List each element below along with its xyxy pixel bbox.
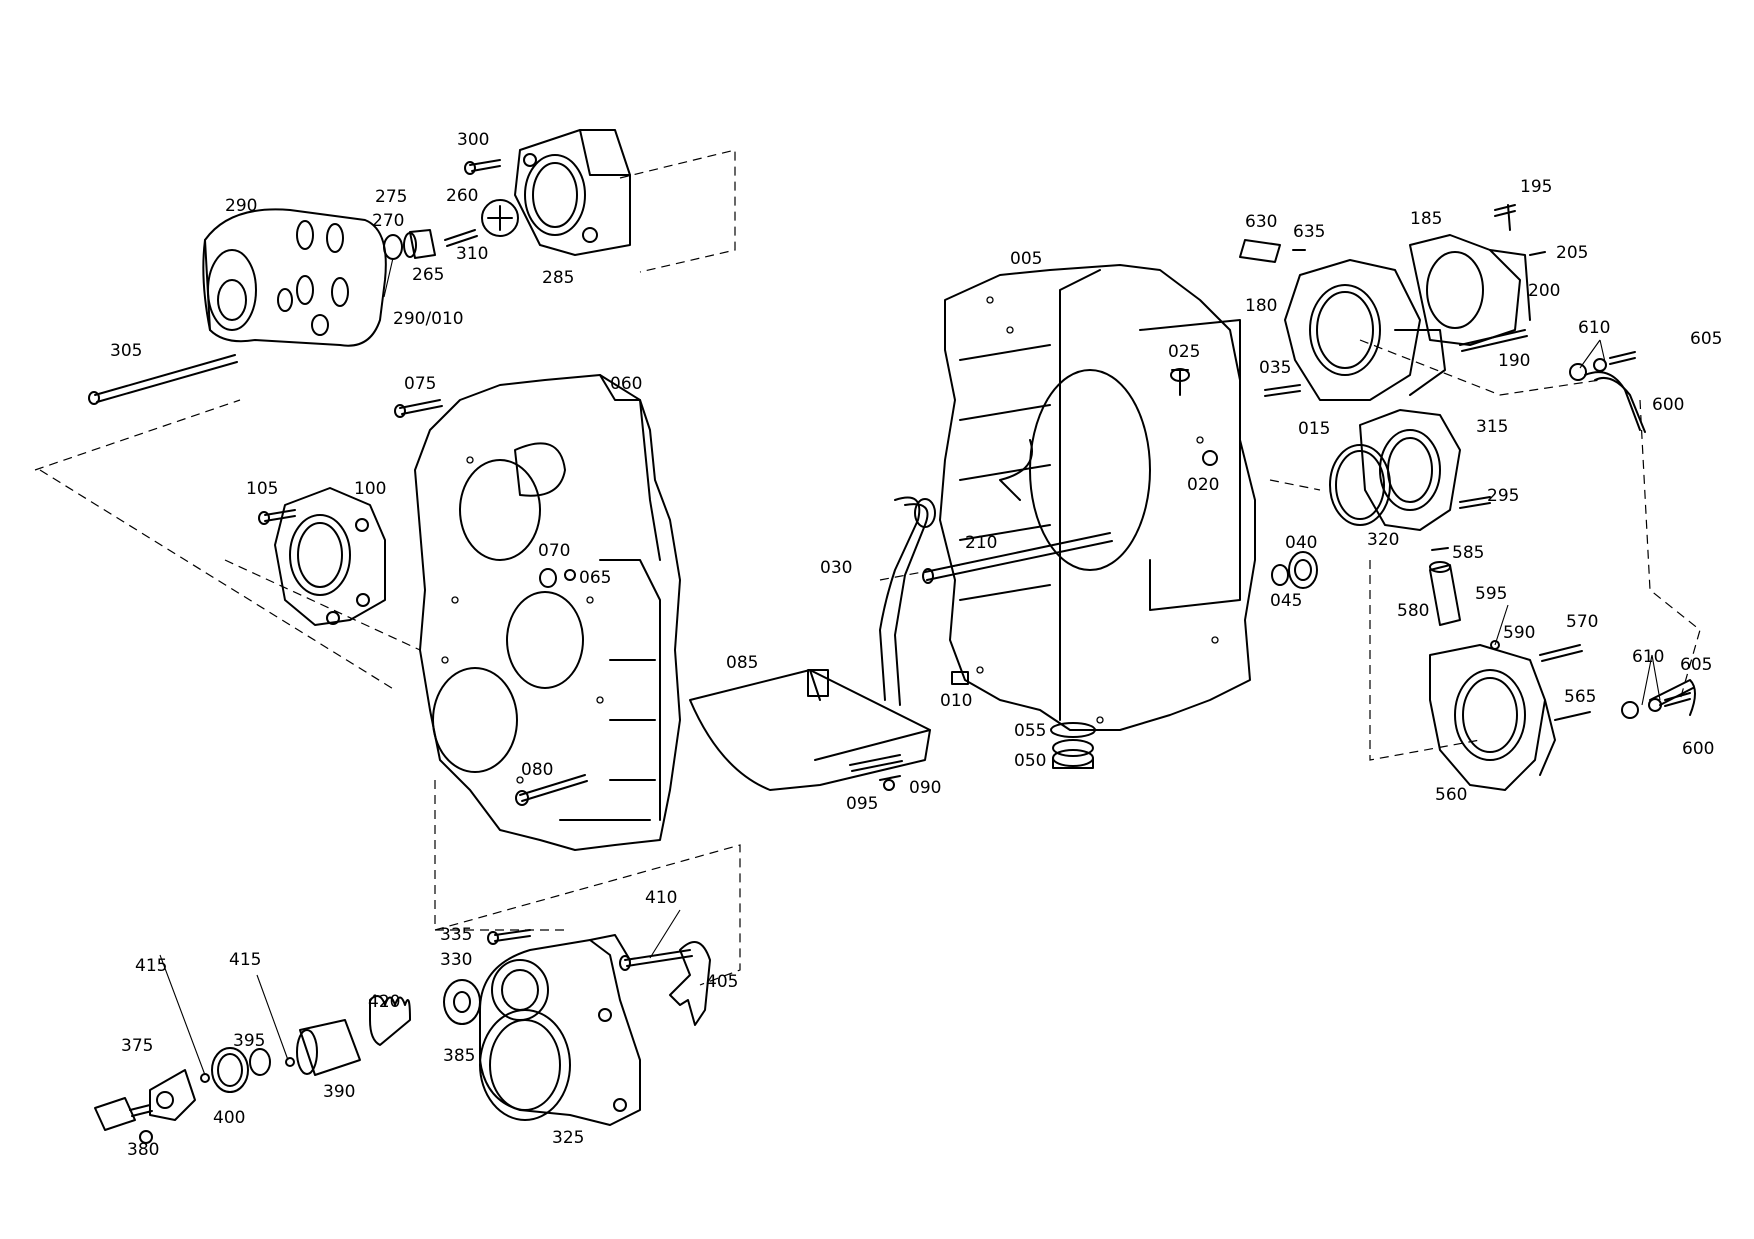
part-290-pump: [202, 208, 387, 347]
label-065: 065: [579, 568, 611, 588]
label-180: 180: [1245, 296, 1277, 316]
label-195: 195: [1520, 177, 1552, 197]
label-580: 580: [1397, 601, 1429, 621]
label-010: 010: [940, 691, 972, 711]
label-290-010: 290/010: [393, 309, 464, 329]
parts-390-420: [296, 995, 411, 1076]
label-315: 315: [1476, 417, 1508, 437]
label-295: 295: [1487, 486, 1519, 506]
label-380: 380: [127, 1140, 159, 1160]
leader-lines: [159, 257, 1661, 1076]
label-585: 585: [1452, 543, 1484, 563]
part-005-housing: [922, 264, 1256, 731]
label-070: 070: [538, 541, 570, 561]
label-415-left: 415: [135, 956, 167, 976]
label-610-bottom: 610: [1632, 647, 1664, 667]
parts-600-605-610: [1569, 351, 1696, 719]
part-labels: 005 010 015 020 025 030 035 040 045 050 …: [110, 130, 1722, 1160]
label-390: 390: [323, 1082, 355, 1102]
label-385: 385: [443, 1046, 475, 1066]
label-570: 570: [1566, 612, 1598, 632]
label-600-bottom: 600: [1682, 739, 1714, 759]
assembly-dashed-lines: [34, 149, 1701, 986]
label-605-top: 605: [1690, 329, 1722, 349]
label-590: 590: [1503, 623, 1535, 643]
part-315-320: [1329, 409, 1491, 531]
label-635: 635: [1293, 222, 1325, 242]
parts-405-410: [619, 941, 711, 1026]
label-090: 090: [909, 778, 941, 798]
label-420: 420: [368, 992, 400, 1012]
label-100: 100: [354, 479, 386, 499]
label-190: 190: [1498, 351, 1530, 371]
part-100-cover: [258, 487, 386, 626]
label-285: 285: [542, 268, 574, 288]
parts-040-045: [1271, 551, 1318, 589]
part-325-housing: [479, 934, 641, 1126]
label-040: 040: [1285, 533, 1317, 553]
label-330: 330: [440, 950, 472, 970]
part-285-cover: [464, 129, 631, 256]
label-610-top: 610: [1578, 318, 1610, 338]
label-605-bottom: 605: [1680, 655, 1712, 675]
label-335: 335: [440, 925, 472, 945]
part-085-plate: [689, 669, 931, 791]
label-260: 260: [446, 186, 478, 206]
label-015: 015: [1298, 419, 1330, 439]
label-595: 595: [1475, 584, 1507, 604]
label-055: 055: [1014, 721, 1046, 741]
parts-330-335-385: [443, 929, 531, 1025]
part-060-housing: [394, 374, 681, 851]
label-005: 005: [1010, 249, 1042, 269]
label-025: 025: [1168, 342, 1200, 362]
bolt-305: [88, 354, 238, 405]
label-600-top: 600: [1652, 395, 1684, 415]
label-060: 060: [610, 374, 642, 394]
label-560: 560: [1435, 785, 1467, 805]
label-275: 275: [375, 187, 407, 207]
label-325: 325: [552, 1128, 584, 1148]
parts-560-group: [1429, 547, 1591, 791]
label-270: 270: [372, 211, 404, 231]
label-265: 265: [412, 265, 444, 285]
label-050: 050: [1014, 751, 1046, 771]
label-045: 045: [1270, 591, 1302, 611]
parts-265-275: [383, 199, 519, 260]
label-310: 310: [456, 244, 488, 264]
label-395: 395: [233, 1031, 265, 1051]
label-205: 205: [1556, 243, 1588, 263]
label-410: 410: [645, 888, 677, 908]
label-320: 320: [1367, 530, 1399, 550]
part-180-185-housing: [1239, 204, 1546, 401]
label-185: 185: [1410, 209, 1442, 229]
label-630: 630: [1245, 212, 1277, 232]
parts-010-050-055: [951, 671, 1096, 769]
label-020: 020: [1187, 475, 1219, 495]
label-030: 030: [820, 558, 852, 578]
label-375: 375: [121, 1036, 153, 1056]
label-105: 105: [246, 479, 278, 499]
label-035: 035: [1259, 358, 1291, 378]
label-290: 290: [225, 196, 257, 216]
label-095: 095: [846, 794, 878, 814]
label-400: 400: [213, 1108, 245, 1128]
label-080: 080: [521, 760, 553, 780]
label-405: 405: [706, 972, 738, 992]
parts-375-415: [94, 1047, 295, 1144]
label-415-right: 415: [229, 950, 261, 970]
label-200: 200: [1528, 281, 1560, 301]
part-030-hose: [879, 496, 936, 706]
label-300: 300: [457, 130, 489, 150]
label-085: 085: [726, 653, 758, 673]
label-075: 075: [404, 374, 436, 394]
label-210: 210: [965, 533, 997, 553]
label-305: 305: [110, 341, 142, 361]
label-565: 565: [1564, 687, 1596, 707]
